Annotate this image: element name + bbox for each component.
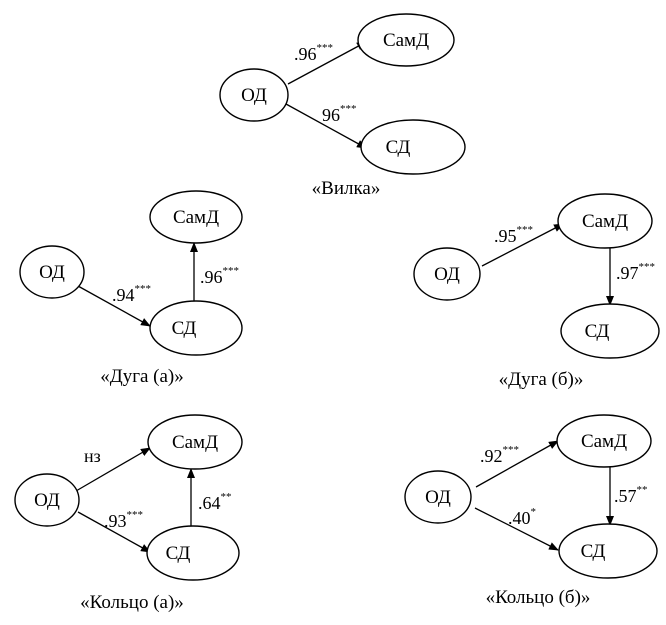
node-label: СамД <box>581 431 627 452</box>
node-vilka-samd: СамД <box>357 13 455 67</box>
caption-duga-b: «Дуга (б)» <box>499 369 584 390</box>
node-koltso-a-sd: СД <box>146 525 240 581</box>
node-duga-b-samd: СамД <box>557 193 653 249</box>
node-koltso-a-od: ОД <box>14 473 80 527</box>
edge-duga-b-od-samd <box>481 223 564 267</box>
edge-duga-a-od-sd <box>77 285 151 327</box>
edge-label-koltso-b-samd-sd: .57** <box>614 484 648 506</box>
edge-label-koltso-b-od-samd: .92*** <box>480 444 519 466</box>
edge-vilka-od-sd <box>285 103 367 149</box>
node-koltso-b-od: ОД <box>404 470 472 524</box>
edge-vilka-od-samd <box>287 41 367 85</box>
node-vilka-od: ОД <box>219 68 289 122</box>
node-label: СамД <box>173 207 219 228</box>
edge-koltso-b-od-sd <box>474 507 559 551</box>
edge-label-koltso-a-sd-samd: .64** <box>198 491 232 513</box>
edge-label-vilka-od-samd: .96*** <box>294 42 333 64</box>
node-label: СамД <box>582 211 628 232</box>
diagram-duga-b: ОД СамД СД .95*** .97*** «Дуга (б)» <box>413 193 660 390</box>
node-label: СД <box>386 137 411 158</box>
edge-koltso-a-od-sd <box>77 511 151 553</box>
diagram-koltso-b: ОД СамД СД .92*** .40* .57** «Кольцо (б)… <box>404 414 658 608</box>
node-koltso-b-sd: СД <box>558 523 658 579</box>
node-label: СД <box>581 541 606 562</box>
caption-duga-a: «Дуга (а)» <box>100 366 184 387</box>
edge-label-vilka-od-sd: 96*** <box>322 103 357 125</box>
node-koltso-b-samd: СамД <box>556 414 652 468</box>
edge-label-duga-b-samd-sd: .97*** <box>616 261 655 283</box>
edge-koltso-a-od-samd <box>75 447 151 492</box>
diagram-koltso-a: ОД СамД СД нз .93*** .64** «Кольцо (а)» <box>14 414 243 613</box>
node-duga-a-od: ОД <box>19 245 85 299</box>
caption-koltso-a: «Кольцо (а)» <box>80 592 184 613</box>
node-label: СД <box>172 318 197 339</box>
edge-label-koltso-a-od-sd: .93*** <box>104 509 143 531</box>
caption-koltso-b: «Кольцо (б)» <box>486 587 591 608</box>
edge-label-duga-a-sd-samd: .96*** <box>200 265 239 287</box>
node-label: ОД <box>34 490 60 511</box>
edge-label-duga-b-od-samd: .95*** <box>494 224 533 246</box>
edge-label-koltso-b-od-sd: .40* <box>508 506 536 528</box>
caption-vilka: «Вилка» <box>312 178 381 199</box>
node-duga-b-od: ОД <box>413 247 481 301</box>
diagram-vilka: ОД СамД СД .96*** 96*** «Вилка» <box>219 13 466 199</box>
node-label: ОД <box>241 85 267 106</box>
node-label: СД <box>166 543 191 564</box>
node-label: СамД <box>172 432 218 453</box>
node-label: СамД <box>383 30 429 51</box>
edge-label-duga-a-od-sd: .94*** <box>112 283 151 305</box>
edge-koltso-b-od-samd <box>475 440 559 488</box>
node-koltso-a-samd: СамД <box>147 414 243 470</box>
node-duga-a-sd: СД <box>149 300 243 356</box>
node-vilka-sd: СД <box>360 119 466 175</box>
node-duga-a-samd: СамД <box>149 190 243 244</box>
edge-label-koltso-a-od-samd: нз <box>84 446 101 466</box>
node-label: ОД <box>434 264 460 285</box>
node-label: СД <box>585 321 610 342</box>
diagram-duga-a: ОД СамД СД .94*** .96*** «Дуга (а)» <box>19 190 243 387</box>
node-label: ОД <box>39 262 65 283</box>
node-duga-b-sd: СД <box>560 303 660 359</box>
node-label: ОД <box>425 487 451 508</box>
